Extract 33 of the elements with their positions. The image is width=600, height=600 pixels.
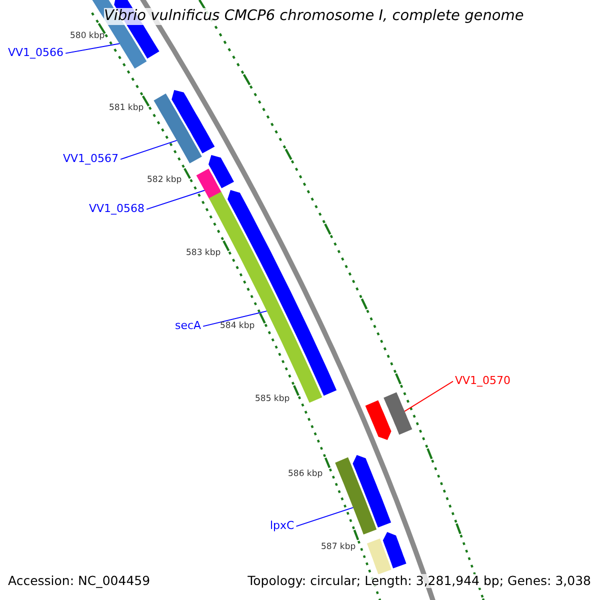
gene-feature bbox=[365, 400, 392, 440]
gene-label: lpxC bbox=[270, 520, 294, 533]
gene-label: VV1_0566 bbox=[8, 47, 64, 60]
scale-label: 583 kbp bbox=[186, 249, 221, 259]
gene-label: secA bbox=[175, 320, 202, 333]
leader-line bbox=[202, 310, 268, 327]
leader-line bbox=[146, 190, 206, 210]
leader-line bbox=[296, 507, 354, 527]
accession-text: Accession: NC_004459 bbox=[8, 574, 150, 588]
gene-bar bbox=[335, 457, 377, 534]
gene-feature bbox=[208, 155, 234, 188]
genome-summary-text: Topology: circular; Length: 3,281,944 bp; Genes: 3,038 bbox=[248, 574, 591, 588]
scale-label: 587 kbp bbox=[321, 543, 356, 553]
scale-label: 581 kbp bbox=[109, 104, 144, 114]
leader-line bbox=[65, 43, 120, 54]
scale-label: 580 kbp bbox=[70, 32, 105, 42]
gene-feature bbox=[352, 455, 392, 528]
gene-bar bbox=[384, 392, 412, 435]
scale-label: 582 kbp bbox=[147, 176, 182, 186]
gene-feature bbox=[172, 90, 215, 154]
leader-line bbox=[120, 140, 178, 160]
scale-label: 584 kbp bbox=[220, 322, 255, 332]
gene-label: VV1_0567 bbox=[63, 153, 119, 166]
scale-label: 585 kbp bbox=[255, 395, 290, 405]
gene-bar bbox=[154, 94, 202, 164]
title: Vibrio vulnificus CMCP6 chromosome I, complete genome bbox=[104, 8, 524, 25]
gene-bar bbox=[196, 168, 222, 200]
gene-label: VV1_0570 bbox=[455, 375, 511, 388]
leader-line bbox=[404, 380, 454, 412]
gene-feature bbox=[382, 532, 406, 568]
gene-label: VV1_0568 bbox=[89, 203, 145, 216]
gene-bar bbox=[366, 538, 392, 574]
scale-label: 586 kbp bbox=[288, 470, 323, 480]
